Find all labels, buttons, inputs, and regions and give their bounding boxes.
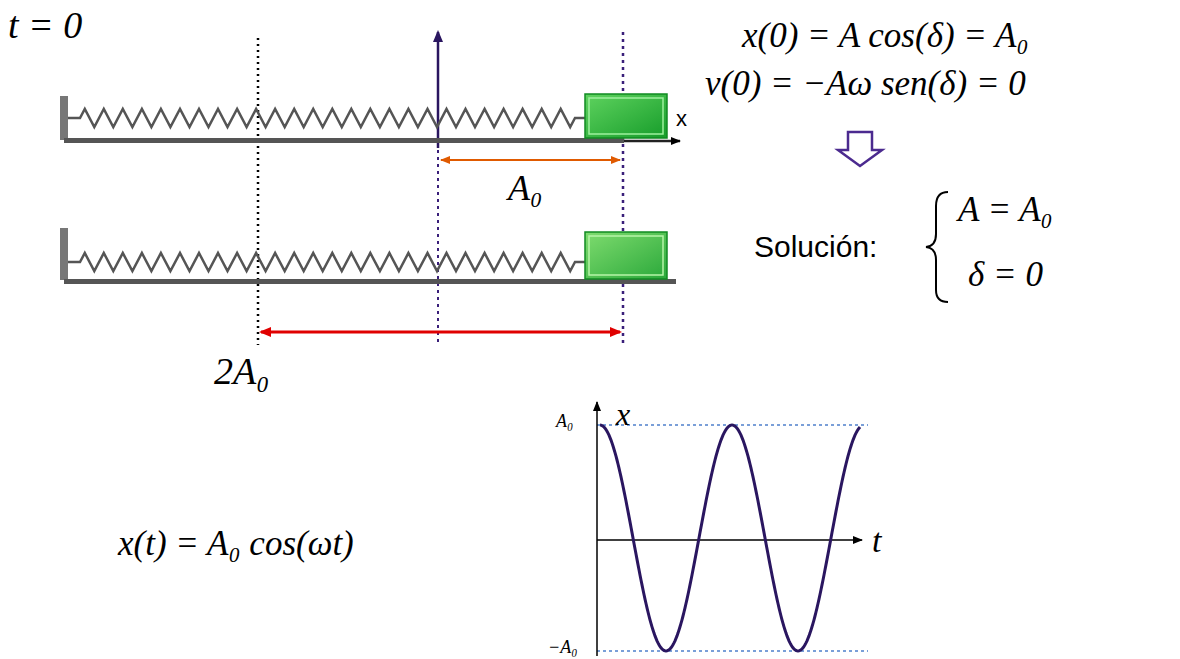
equation: A = A₀ bbox=[958, 192, 1053, 227]
axis-value: −A₀ bbox=[548, 638, 577, 656]
dimension: 2A₀ bbox=[214, 352, 269, 390]
equation: δ = 0 bbox=[968, 257, 1043, 292]
equation: x(t) = A₀ cos(ωt) bbox=[118, 526, 354, 561]
axis-label: x bbox=[616, 398, 630, 430]
time-label: t = 0 bbox=[8, 6, 82, 44]
equation: x(0) = A cos(δ) = A₀ bbox=[742, 18, 1029, 53]
dimension: A₀ bbox=[508, 170, 543, 206]
equation: v(0) = −Aω sen(δ) = 0 bbox=[705, 66, 1026, 101]
axis-value: A₀ bbox=[556, 412, 573, 430]
axis-label: x bbox=[676, 108, 687, 130]
solution-label: Solución: bbox=[754, 232, 877, 262]
axis-label: t bbox=[872, 524, 881, 558]
